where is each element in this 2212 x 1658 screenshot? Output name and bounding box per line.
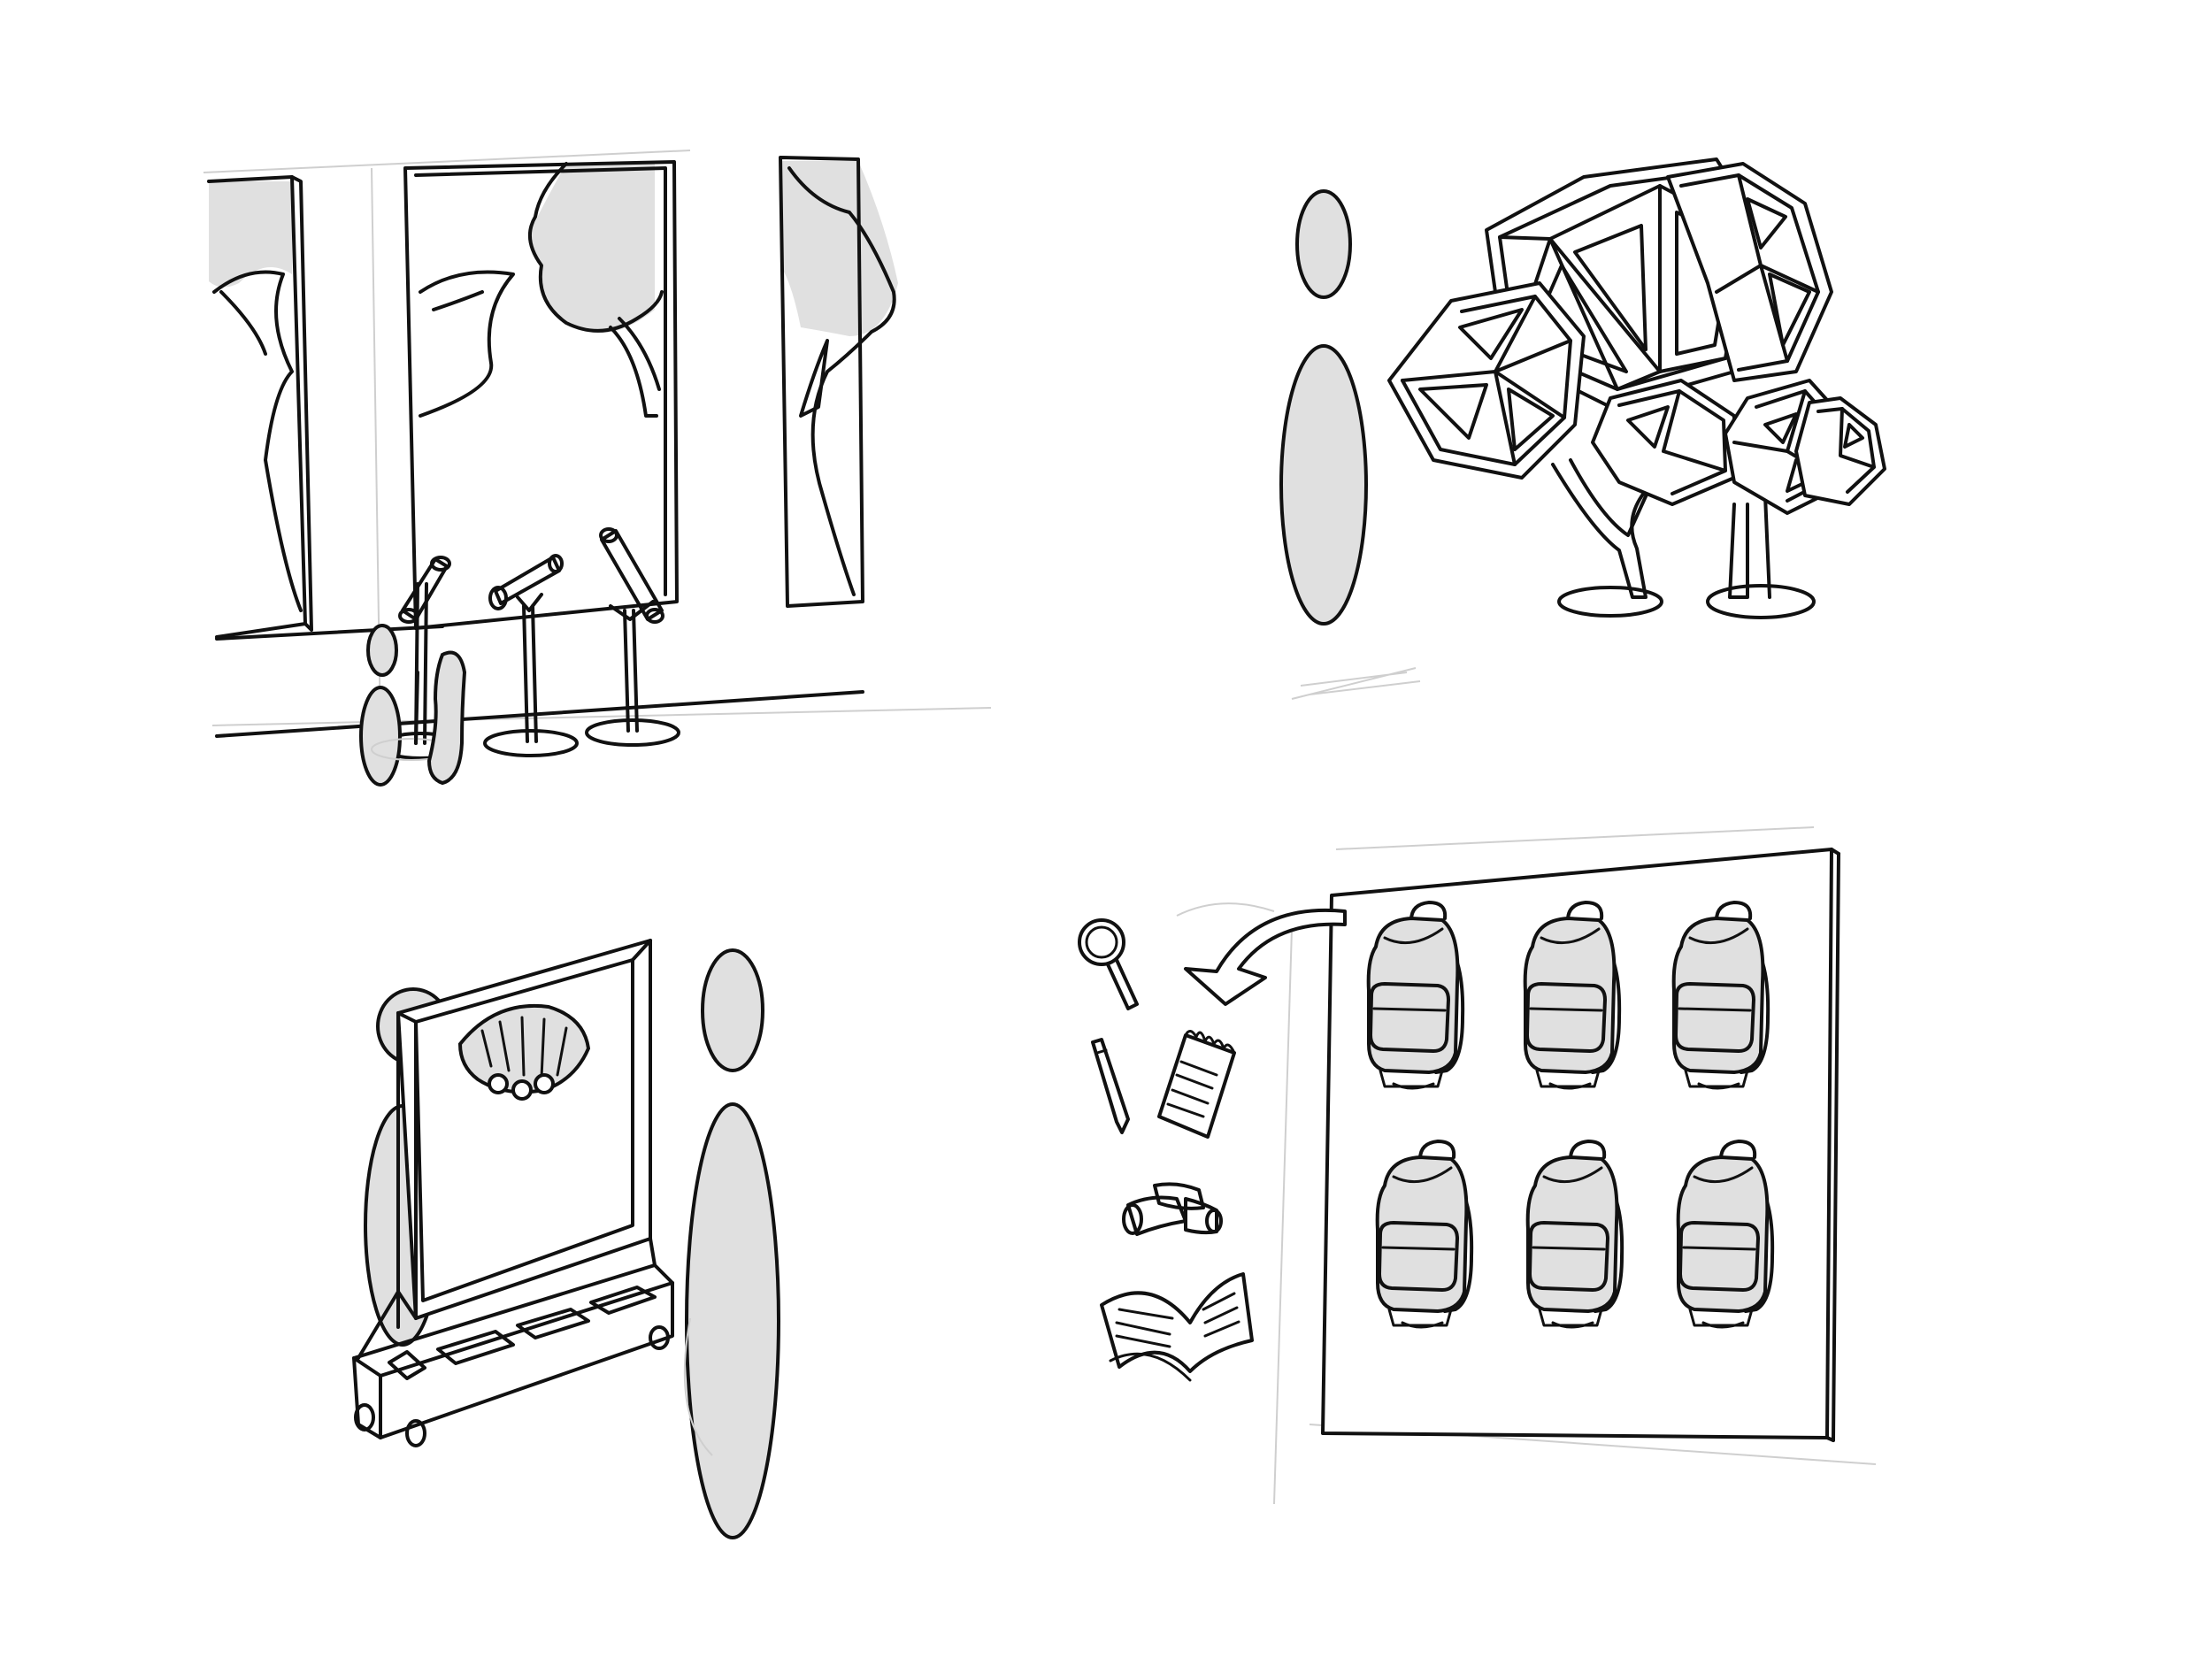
backpack-icon xyxy=(1676,1140,1775,1329)
shell-icon xyxy=(457,1004,591,1101)
magnifier-icon xyxy=(1078,918,1139,1010)
panel-geodesic-tree xyxy=(1279,157,1886,700)
book-icon xyxy=(1100,1272,1254,1382)
backpack-icon xyxy=(1375,1140,1474,1329)
backpack-icon xyxy=(1523,901,1622,1090)
telescope-icon xyxy=(585,527,680,747)
person-icon xyxy=(1279,189,1421,700)
panel-display-cart xyxy=(352,939,780,1539)
backpack-grid xyxy=(1366,901,1775,1329)
curved-arrow-icon xyxy=(1184,908,1347,1006)
binoculars-icon xyxy=(1122,1182,1223,1236)
icosahedron-tree-icon xyxy=(1387,157,1886,619)
window-icon xyxy=(403,160,679,630)
person-child-icon xyxy=(359,624,467,787)
backpack-icon xyxy=(1366,901,1465,1090)
whiteboard-cart-icon xyxy=(352,939,674,1447)
notepad-icon xyxy=(1157,1030,1236,1139)
pencil-icon xyxy=(1091,1038,1130,1134)
window-icon xyxy=(207,175,313,639)
person-icon xyxy=(683,948,780,1539)
window-icon xyxy=(779,156,898,608)
backpack-icon xyxy=(1525,1140,1624,1329)
panel-window-telescopes xyxy=(203,150,992,787)
telescope-icon xyxy=(483,554,579,757)
backpack-icon xyxy=(1671,901,1770,1090)
